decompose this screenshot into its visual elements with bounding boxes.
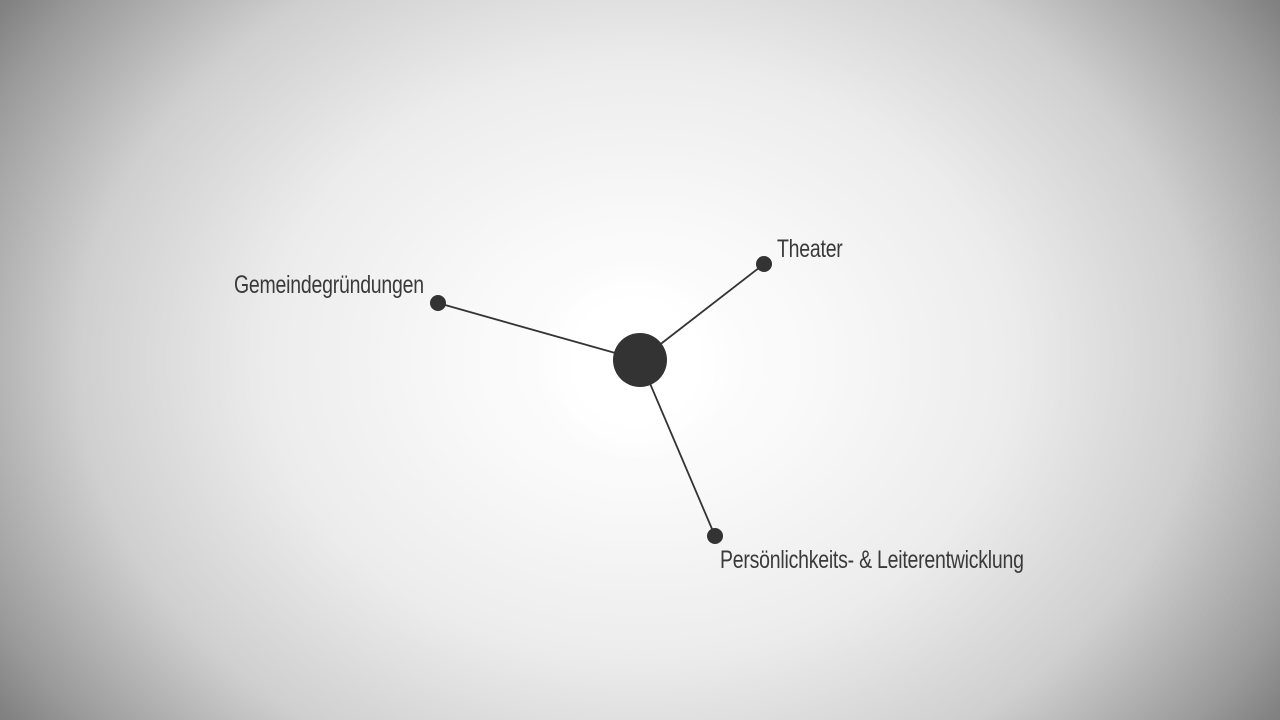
node-theater — [756, 256, 772, 272]
node-persoenlich — [707, 528, 723, 544]
branch-label-theater: Theater — [777, 235, 843, 263]
node-gemeinde — [430, 295, 446, 311]
branch-label-gemeinde: Gemeindegründungen — [234, 271, 424, 299]
edge-gemeinde — [437, 302, 641, 361]
edge-persoenlich — [639, 359, 716, 537]
center-node — [613, 333, 667, 387]
branch-label-persoenlich: Persönlichkeits- & Leiterentwicklung — [720, 546, 1024, 574]
